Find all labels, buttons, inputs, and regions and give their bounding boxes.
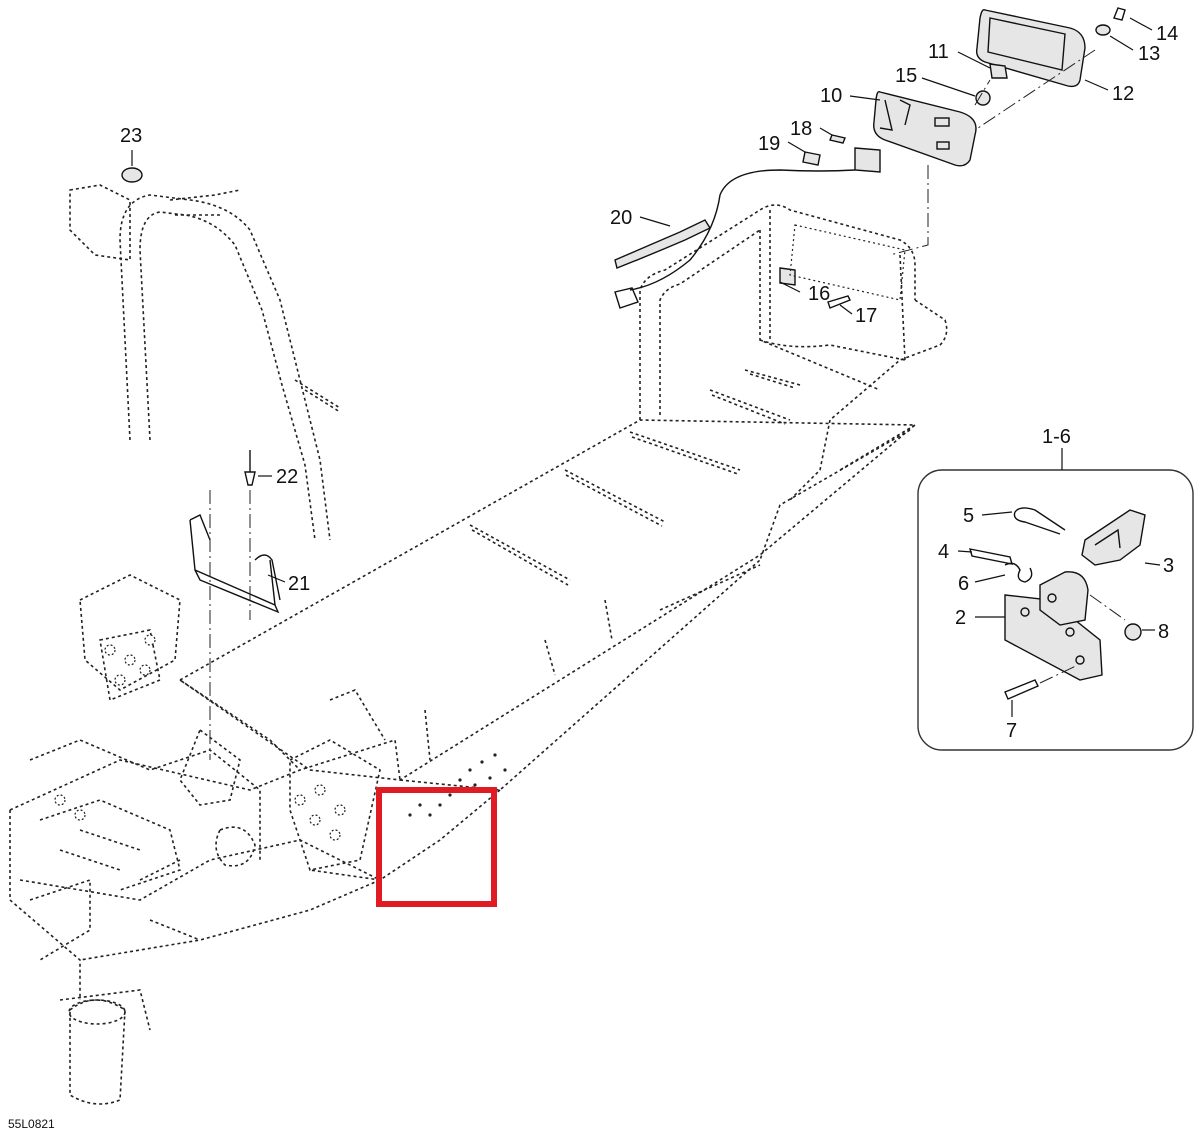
callout-labels: 14 13 12 11 15 10 18 19 20 16 17 23 22 2…	[120, 23, 1178, 742]
rear-handle-frame	[69, 184, 341, 541]
nut-part	[975, 90, 991, 106]
callout-13: 13	[1138, 43, 1160, 65]
callout-2: 2	[955, 607, 966, 629]
tunnel-vent-dots	[408, 753, 507, 817]
connector-part	[802, 151, 821, 166]
callout-leaders	[131, 17, 1161, 717]
bulb-part	[989, 63, 1008, 79]
callout-8: 8	[1158, 621, 1169, 643]
spring-part	[1004, 562, 1033, 583]
clip-part	[779, 267, 796, 286]
relay-part	[854, 147, 881, 173]
callout-4: 4	[938, 541, 949, 563]
drawing-code: 55L0821	[8, 1117, 55, 1131]
callout-17: 17	[855, 305, 877, 327]
callout-1-6: 1-6	[1042, 426, 1071, 448]
callout-23: 23	[120, 125, 142, 147]
callout-20: 20	[610, 207, 632, 229]
screw-part	[1113, 7, 1126, 21]
callout-14: 14	[1156, 23, 1178, 45]
detail-inset	[917, 469, 1194, 751]
washer-part	[1095, 24, 1111, 36]
callout-21: 21	[288, 573, 310, 595]
cotter-pin-part	[1013, 507, 1066, 535]
callout-3: 3	[1163, 555, 1174, 577]
callout-18: 18	[790, 118, 812, 140]
callout-5: 5	[963, 505, 974, 527]
callout-12: 12	[1112, 83, 1134, 105]
callout-7: 7	[1006, 720, 1017, 742]
hitch-hardware	[121, 167, 281, 760]
hitch-nut-part	[1124, 623, 1142, 641]
taillight-assembly	[614, 7, 1126, 309]
callout-22: 22	[276, 466, 298, 488]
callout-11: 11	[928, 41, 949, 63]
pin-part	[244, 450, 256, 486]
callout-6: 6	[958, 573, 969, 595]
callout-15: 15	[895, 65, 917, 87]
taillight-housing-part	[873, 90, 977, 167]
callout-19: 19	[758, 133, 780, 155]
grommet-part	[121, 167, 143, 183]
callout-10: 10	[820, 85, 842, 107]
hitch-bracket-part	[1081, 509, 1146, 566]
highlight-box	[376, 787, 497, 907]
hitch-bolt-part	[1004, 679, 1039, 700]
tunnel-frame	[9, 204, 948, 1105]
terminal-part	[829, 134, 846, 144]
bolt-part	[827, 295, 851, 309]
callout-16: 16	[808, 283, 830, 305]
